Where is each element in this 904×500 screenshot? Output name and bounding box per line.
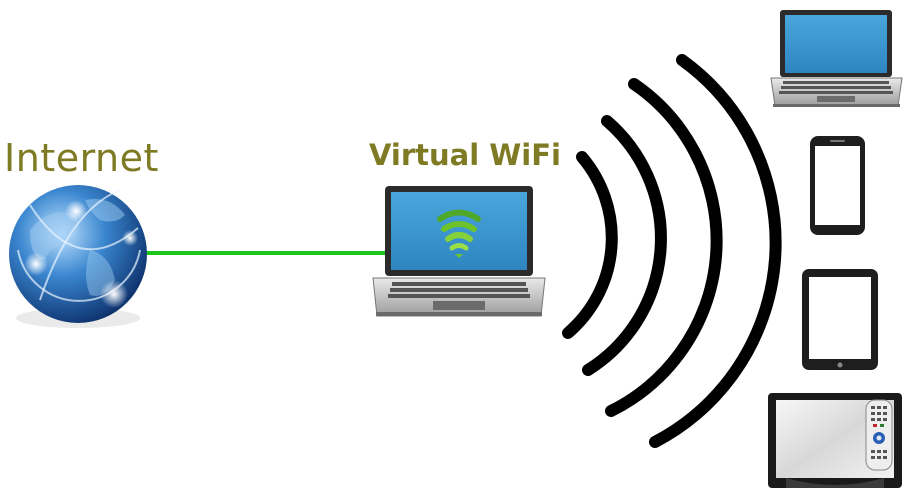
wifi-icon [437,209,481,258]
client-laptop-icon [770,10,903,107]
remote-control-icon [865,399,893,471]
globe-icon [9,185,147,328]
smartphone-icon [810,136,865,235]
virtual-wifi-label: Virtual WiFi [369,138,561,172]
internet-label: Internet [4,136,159,180]
host-laptop-icon [372,186,546,317]
wireless-waves [562,54,782,448]
tablet-icon [802,269,878,370]
